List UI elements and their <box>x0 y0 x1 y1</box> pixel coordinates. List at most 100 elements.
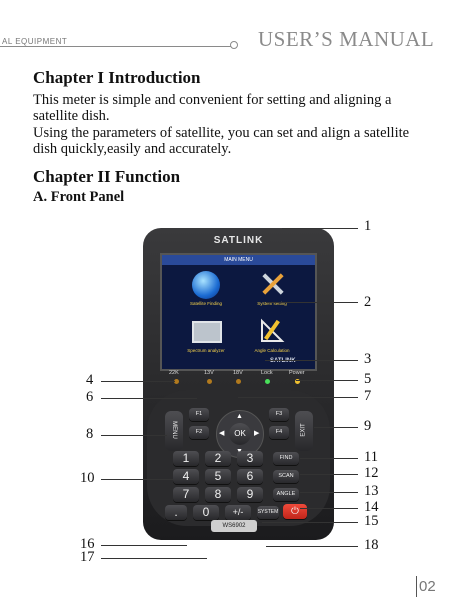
key-4[interactable]: 4 <box>173 469 199 484</box>
callout-line-12 <box>300 474 358 475</box>
callout-line-1 <box>282 228 358 229</box>
chapter1-line-3: Using the parameters of satellite, you c… <box>33 125 410 141</box>
page-number-bar <box>416 576 417 597</box>
screen-item-spectrum-analyzer: Spectrum analyzer <box>187 348 225 353</box>
f2-button[interactable]: F2 <box>189 426 209 439</box>
key-6[interactable]: 6 <box>237 469 263 484</box>
callout-9: 9 <box>364 418 372 434</box>
led-18v <box>236 379 241 384</box>
header-rule <box>0 46 232 47</box>
system-button[interactable]: SYSTEM <box>257 506 279 519</box>
find-button[interactable]: FIND <box>273 452 299 465</box>
callout-8: 8 <box>86 426 94 442</box>
scan-button[interactable]: SCAN <box>273 470 299 483</box>
chapter1-line-1: This meter is simple and convenient for … <box>33 92 392 108</box>
callout-line-16 <box>101 545 187 546</box>
callout-line-9 <box>314 427 358 428</box>
section-front-panel: A. Front Panel <box>33 189 125 205</box>
callout-13: 13 <box>364 483 379 499</box>
callout-2: 2 <box>364 294 372 310</box>
tools-icon <box>262 273 284 295</box>
f3-button[interactable]: F3 <box>269 408 289 421</box>
power-button[interactable]: ⏻ <box>283 504 307 519</box>
led-power <box>295 379 300 384</box>
page-number: 02 <box>419 578 436 595</box>
globe-icon <box>192 271 220 299</box>
callout-1: 1 <box>364 218 372 234</box>
callout-17: 17 <box>80 549 95 565</box>
f1-button[interactable]: F1 <box>189 408 209 421</box>
key-1[interactable]: 1 <box>173 451 199 466</box>
callout-4: 4 <box>86 372 94 388</box>
callout-11: 11 <box>364 449 378 465</box>
screen-title: MAIN MENU <box>162 255 315 265</box>
callout-18: 18 <box>364 537 379 553</box>
device-screen: MAIN MENU Satellite Finding System setti… <box>160 253 317 371</box>
callout-3: 3 <box>364 351 372 367</box>
callout-15: 15 <box>364 513 379 529</box>
led-22k <box>174 379 179 384</box>
ok-button[interactable]: OK <box>229 423 251 445</box>
header-title: USER’S MANUAL <box>258 27 435 51</box>
led-label-13v: 13V <box>204 370 214 376</box>
angle-button[interactable]: ANGLE <box>273 488 299 501</box>
chapter1-title: Chapter I Introduction <box>33 68 201 87</box>
angle-pencil-icon <box>261 318 285 342</box>
callout-line-3 <box>265 360 358 361</box>
key-dot[interactable]: . <box>165 505 187 520</box>
callout-line-17 <box>101 558 207 559</box>
f4-button[interactable]: F4 <box>269 426 289 439</box>
key-7[interactable]: 7 <box>173 487 199 502</box>
callout-5: 5 <box>364 371 372 387</box>
spectrum-monitor-icon <box>192 321 222 343</box>
led-13v <box>207 379 212 384</box>
chapter1-line-2: satellite dish. <box>33 108 110 124</box>
arrow-up-icon[interactable]: ▲ <box>236 412 243 420</box>
device-brand: SATLINK <box>213 235 264 246</box>
callout-7: 7 <box>364 388 372 404</box>
callout-10: 10 <box>80 470 95 486</box>
callout-line-18 <box>266 546 358 547</box>
arrow-right-icon[interactable]: ▶ <box>254 429 260 437</box>
led-label-lock: Lock <box>261 370 273 376</box>
key-plus-minus[interactable]: +/- <box>225 505 251 520</box>
power-icon: ⏻ <box>291 506 299 517</box>
callout-line-5 <box>296 380 358 381</box>
device-front-panel: SATLINK MAIN MENU Satellite Finding Syst… <box>143 228 334 540</box>
callout-line-7 <box>238 397 358 398</box>
led-label-18v: 18V <box>233 370 243 376</box>
screen-item-satellite-finding: Satellite Finding <box>189 301 223 306</box>
callout-12: 12 <box>364 465 379 481</box>
callout-line-14 <box>300 508 358 509</box>
arrow-left-icon[interactable]: ◀ <box>219 429 225 437</box>
callout-line-8 <box>101 435 167 436</box>
callout-line-6 <box>101 398 197 399</box>
chapter1-line-4: dish quickly,easily and accurately. <box>33 141 232 157</box>
led-lock <box>265 379 270 384</box>
model-label: WS6902 <box>211 520 257 532</box>
key-8[interactable]: 8 <box>205 487 231 502</box>
key-2[interactable]: 2 <box>205 451 231 466</box>
callout-6: 6 <box>86 389 94 405</box>
led-label-22k: 22K <box>169 370 179 376</box>
menu-button[interactable]: MENU <box>165 411 183 451</box>
callout-14: 14 <box>364 499 379 515</box>
callout-line-4 <box>101 381 175 382</box>
key-5[interactable]: 5 <box>205 469 231 484</box>
callout-16: 16 <box>80 536 95 552</box>
header-rule-circle <box>230 41 238 49</box>
screen-item-system-setting: System setting <box>257 301 287 306</box>
callout-line-11 <box>300 458 358 459</box>
callout-line-13 <box>300 492 358 493</box>
screen-logo: SATLINK <box>270 358 296 364</box>
key-9[interactable]: 9 <box>237 487 263 502</box>
chapter2-title: Chapter II Function <box>33 167 181 186</box>
key-3[interactable]: 3 <box>237 451 263 466</box>
callout-line-15 <box>262 522 358 523</box>
key-0[interactable]: 0 <box>193 505 219 520</box>
led-label-power: Power <box>289 370 305 376</box>
screen-item-angle-calculation: Angle Calculation <box>254 348 290 353</box>
header-left-text: AL EQUIPMENT <box>2 37 68 46</box>
callout-line-10 <box>101 479 173 480</box>
exit-button[interactable]: EXIT <box>295 411 313 451</box>
